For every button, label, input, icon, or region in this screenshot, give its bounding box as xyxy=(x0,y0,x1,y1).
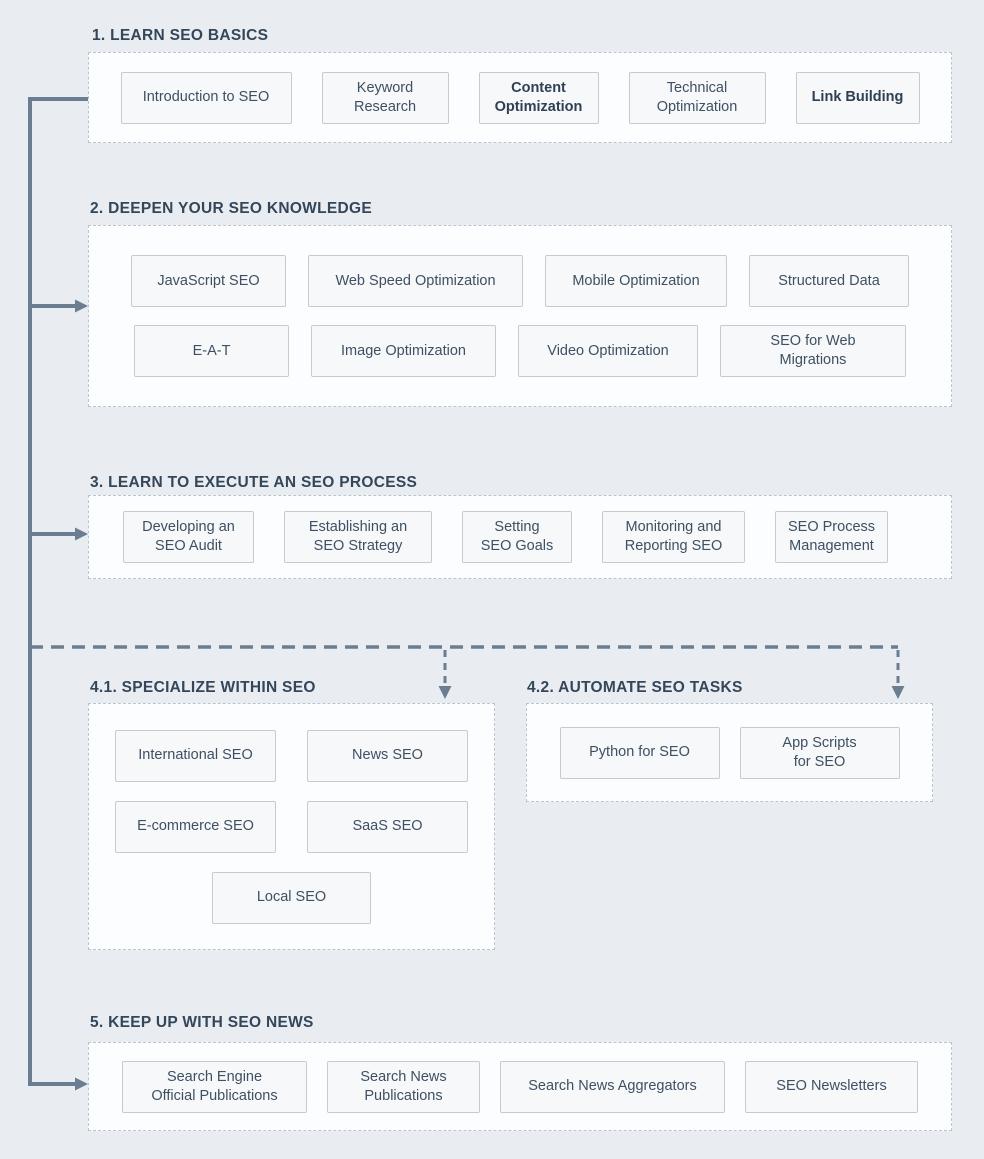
box-label: Search Engine Official Publications xyxy=(151,1068,278,1104)
box-label: App Scripts for SEO xyxy=(782,734,857,770)
section-4-1-row-2: E-commerce SEO SaaS SEO xyxy=(115,800,468,853)
box-label: Technical Optimization xyxy=(656,79,738,115)
box-structured-data: Structured Data xyxy=(749,255,909,307)
box-python-for-seo: Python for SEO xyxy=(559,726,720,779)
branch-section-2-arrowhead xyxy=(75,299,88,313)
branch-section-3-arrowhead xyxy=(75,527,88,541)
box-mobile-optimization: Mobile Optimization xyxy=(545,255,727,307)
branch-section-5-arrowhead xyxy=(75,1077,88,1091)
box-label: Search News Publications xyxy=(360,1068,447,1104)
section-2-frame: JavaScript SEO Web Speed Optimization Mo… xyxy=(88,225,952,407)
dashed-drop-4-1-arrowhead xyxy=(438,686,452,699)
box-label: Setting SEO Goals xyxy=(480,519,554,554)
box-seo-for-web-migrations: SEO for Web Migrations xyxy=(720,325,906,377)
box-label: E-A-T xyxy=(192,342,231,359)
box-local-seo: Local SEO xyxy=(212,871,371,924)
box-link-building: Link Building xyxy=(795,71,920,124)
box-label: Search News Aggregators xyxy=(528,1078,697,1094)
box-label: Image Optimization xyxy=(341,342,466,359)
box-label: SEO for Web Migrations xyxy=(770,333,856,368)
box-keyword-research: Keyword Research xyxy=(321,71,449,124)
section-4-2-title: 4.2. AUTOMATE SEO TASKS xyxy=(527,679,743,696)
box-label: Mobile Optimization xyxy=(572,272,700,289)
section-1-title: 1. LEARN SEO BASICS xyxy=(92,27,269,44)
box-image-optimization: Image Optimization xyxy=(311,325,496,377)
box-label: Content Optimization xyxy=(494,79,583,115)
box-javascript-seo: JavaScript SEO xyxy=(131,255,286,307)
box-label: SEO Newsletters xyxy=(776,1078,887,1094)
spine-line xyxy=(28,97,88,1086)
dashed-drop-4-2-arrowhead xyxy=(891,686,905,699)
box-label: E-commerce SEO xyxy=(137,818,254,834)
box-label: SEO Process Management xyxy=(787,519,876,554)
box-label: Video Optimization xyxy=(547,342,669,359)
box-news-seo: News SEO xyxy=(307,729,468,782)
section-4-2-frame: Python for SEO App Scripts for SEO xyxy=(526,703,933,802)
box-label: International SEO xyxy=(138,747,253,763)
section-5-frame: Search Engine Official Publications Sear… xyxy=(88,1042,952,1131)
box-web-speed-optimization: Web Speed Optimization xyxy=(308,255,523,307)
box-label: Structured Data xyxy=(778,272,880,289)
section-3-title: 3. LEARN TO EXECUTE AN SEO PROCESS xyxy=(90,474,418,491)
box-e-commerce-seo: E-commerce SEO xyxy=(115,800,276,853)
box-label: Link Building xyxy=(811,89,904,105)
section-3-frame: Developing an SEO Audit Establishing an … xyxy=(88,495,952,579)
box-label: SaaS SEO xyxy=(352,818,423,834)
box-label: Keyword Research xyxy=(353,79,417,115)
box-search-engine-official-publications: Search Engine Official Publications xyxy=(122,1060,307,1113)
section-4-1-row-3: Local SEO xyxy=(212,871,371,924)
box-search-news-publications: Search News Publications xyxy=(327,1060,480,1113)
box-label: Developing an SEO Audit xyxy=(142,519,235,554)
box-label: Monitoring and Reporting SEO xyxy=(624,519,723,554)
box-label: Local SEO xyxy=(256,889,327,905)
section-4-1-title: 4.1. SPECIALIZE WITHIN SEO xyxy=(90,679,316,696)
box-monitoring-and-reporting-seo: Monitoring and Reporting SEO xyxy=(602,511,745,563)
box-label: Web Speed Optimization xyxy=(335,272,496,289)
box-technical-optimization: Technical Optimization xyxy=(628,71,766,124)
box-e-a-t: E-A-T xyxy=(134,325,289,377)
box-establishing-an-seo-strategy: Establishing an SEO Strategy xyxy=(284,511,432,563)
box-setting-seo-goals: Setting SEO Goals xyxy=(462,511,572,563)
section-4-1-row-1: International SEO News SEO xyxy=(115,729,468,782)
box-content-optimization: Content Optimization xyxy=(478,71,599,124)
section-2-row-2: E-A-T Image Optimization Video Optimizat… xyxy=(134,325,906,377)
box-video-optimization: Video Optimization xyxy=(518,325,698,377)
box-developing-an-seo-audit: Developing an SEO Audit xyxy=(123,511,254,563)
section-2-title: 2. DEEPEN YOUR SEO KNOWLEDGE xyxy=(90,200,372,217)
box-label: Introduction to SEO xyxy=(142,89,270,105)
box-label: JavaScript SEO xyxy=(157,272,260,289)
box-international-seo: International SEO xyxy=(115,729,276,782)
box-seo-newsletters: SEO Newsletters xyxy=(745,1060,918,1113)
section-2-row-1: JavaScript SEO Web Speed Optimization Mo… xyxy=(131,255,909,307)
section-5-title: 5. KEEP UP WITH SEO NEWS xyxy=(90,1014,314,1031)
box-search-news-aggregators: Search News Aggregators xyxy=(500,1060,725,1113)
box-label: News SEO xyxy=(352,747,423,763)
section-1-frame: Introduction to SEO Keyword Research Con… xyxy=(88,52,952,143)
box-label: Python for SEO xyxy=(589,744,690,760)
box-introduction-to-seo: Introduction to SEO xyxy=(120,71,292,124)
box-seo-process-management: SEO Process Management xyxy=(775,511,888,563)
section-4-1-frame: International SEO News SEO E-commerce SE… xyxy=(88,703,495,950)
box-saas-seo: SaaS SEO xyxy=(307,800,468,853)
box-app-scripts-for-seo: App Scripts for SEO xyxy=(739,726,900,779)
box-label: Establishing an SEO Strategy xyxy=(308,519,408,554)
